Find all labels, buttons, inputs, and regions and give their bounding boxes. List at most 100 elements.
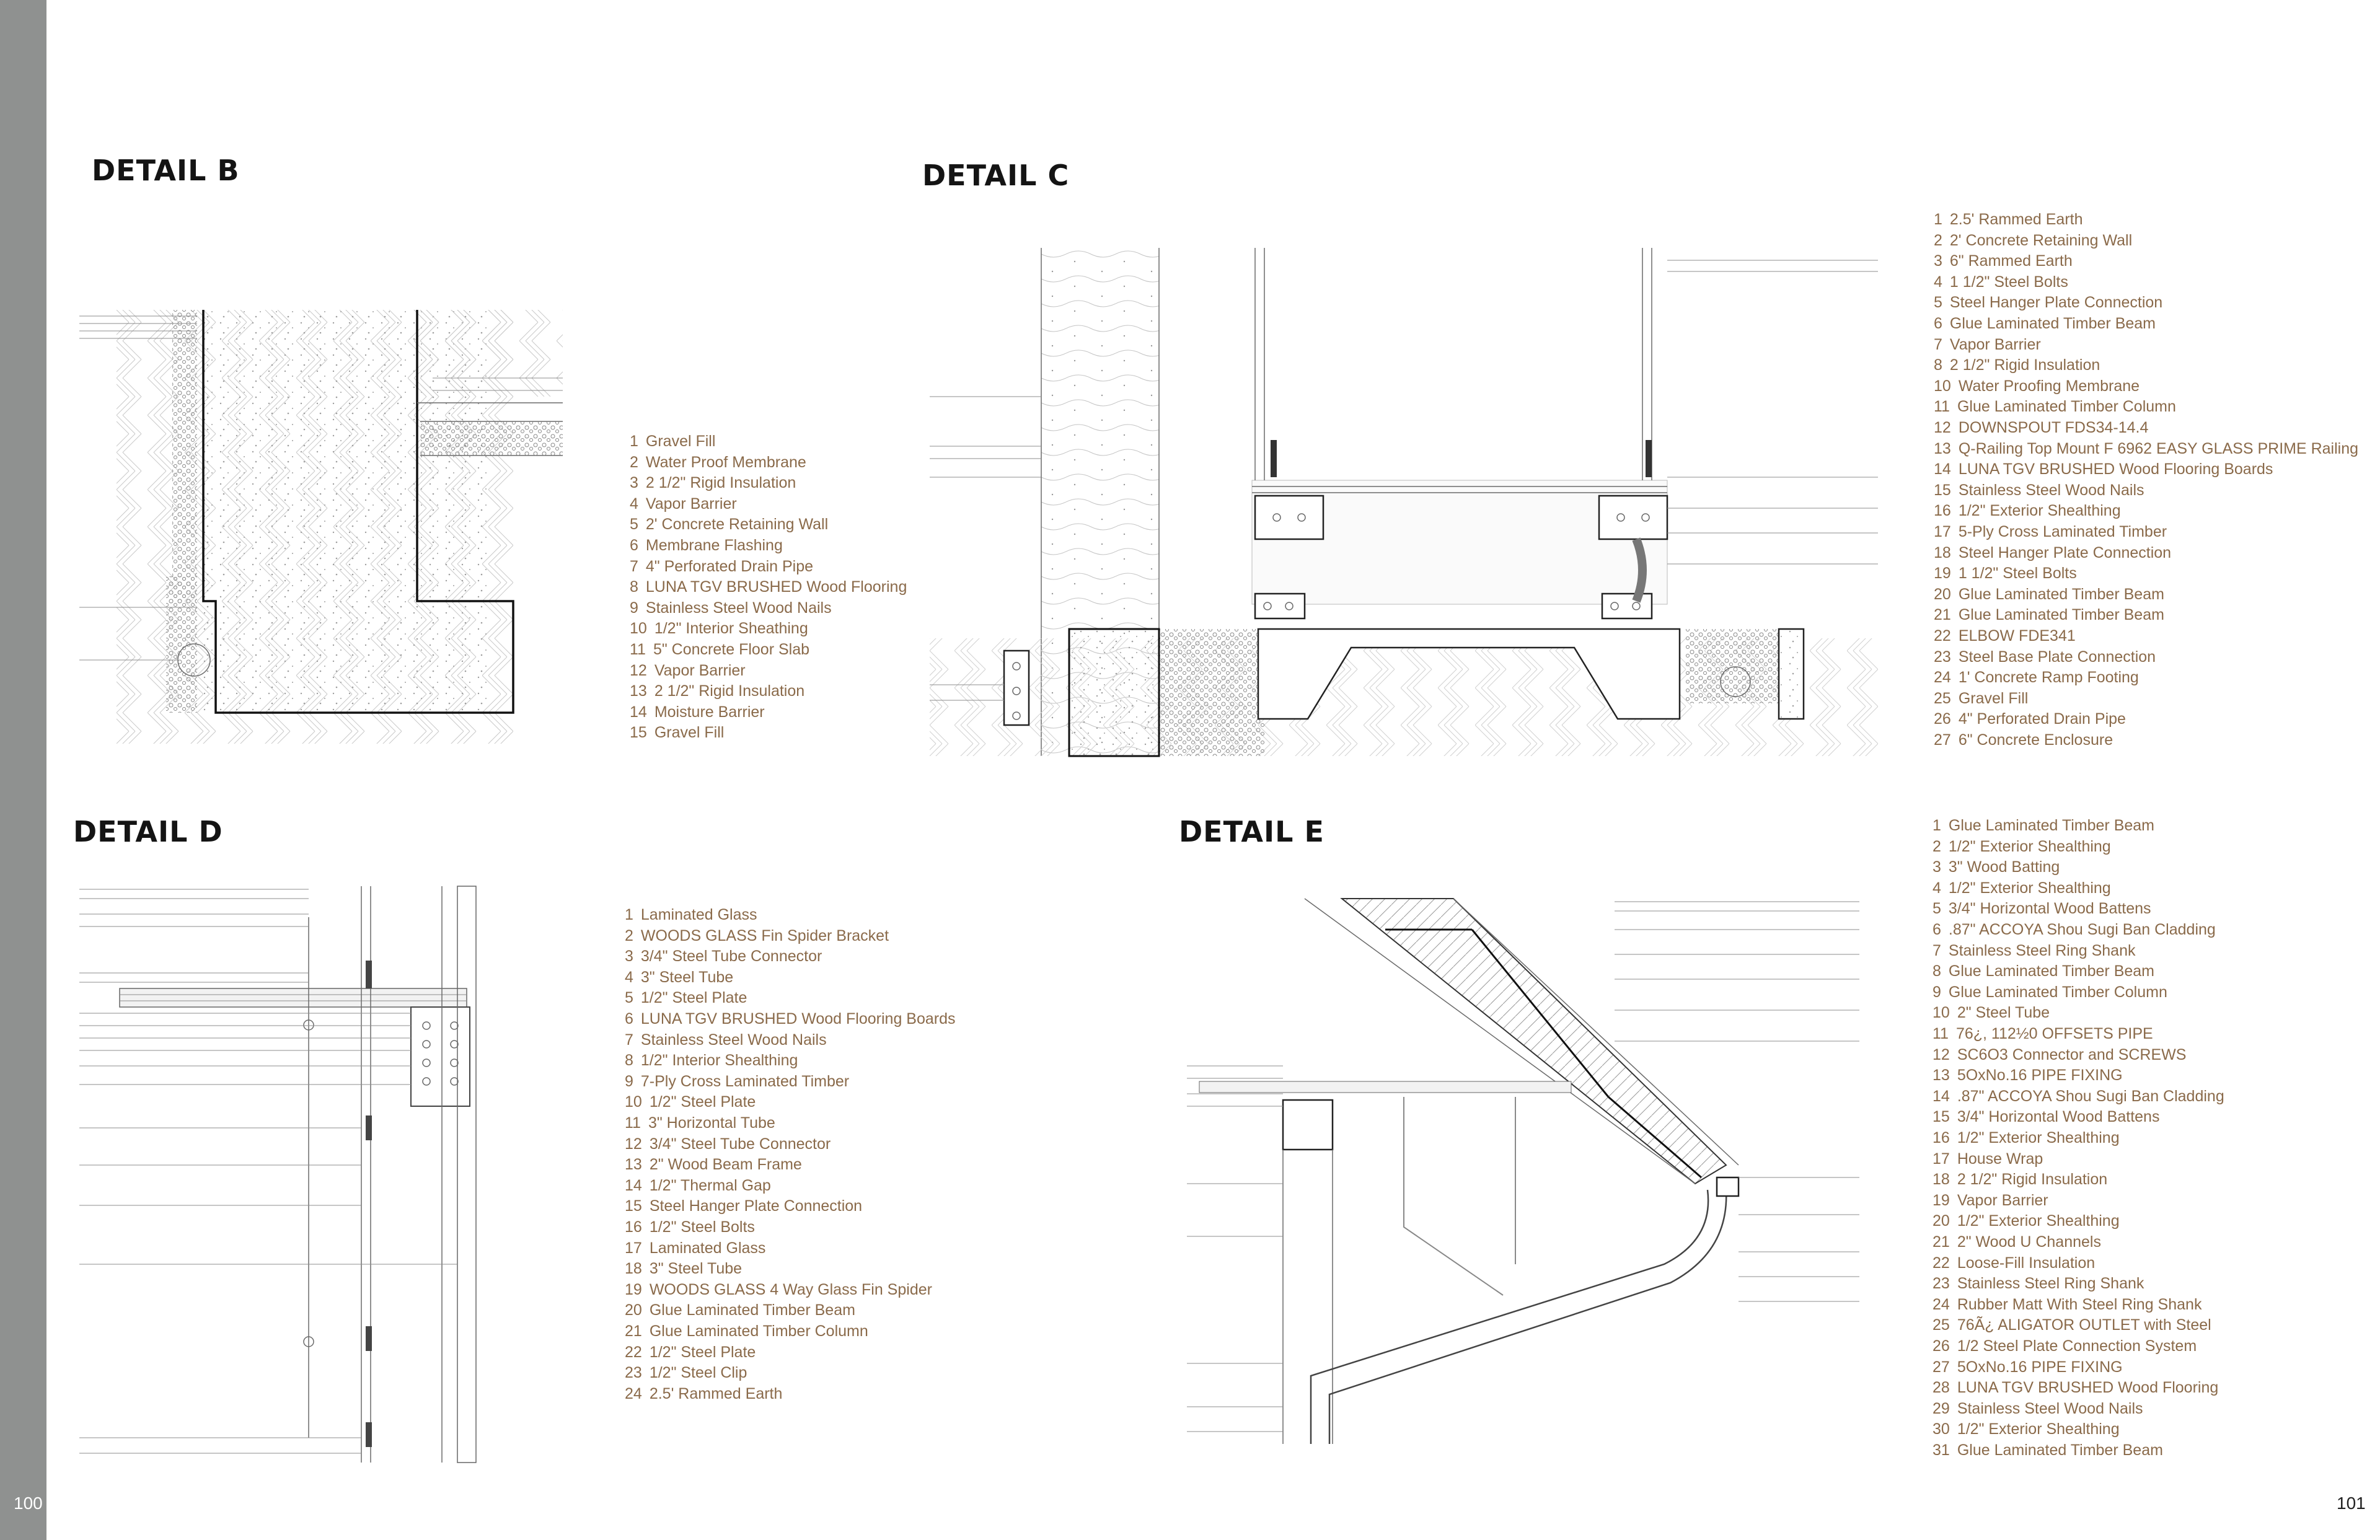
legend-item-number: 8: [1933, 962, 1941, 980]
legend-item-text: 6" Rammed Earth: [1949, 252, 2073, 270]
legend-item-number: 6: [630, 537, 638, 554]
legend-item-text: Steel Hanger Plate Connection: [649, 1197, 863, 1215]
legend-item-text: Glue Laminated Timber Column: [1948, 983, 2167, 1001]
legend-item-number: 26: [1934, 710, 1951, 728]
legend-item-text: Laminated Glass: [649, 1239, 766, 1257]
legend-item-text: 5" Concrete Floor Slab: [653, 641, 810, 658]
legend-item-text: 1/2" Exterior Shealthing: [1957, 1129, 2120, 1146]
legend-item-number: 16: [1933, 1129, 1950, 1146]
legend-item-number: 2: [1934, 231, 1942, 249]
legend-item: 10 1/2" Steel Plate: [625, 1093, 756, 1111]
legend-item-text: Steel Base Plate Connection: [1958, 648, 2156, 666]
legend-item-number: 15: [630, 724, 647, 742]
legend-item-text: 7-Ply Cross Laminated Timber: [640, 1072, 850, 1090]
legend-item-text: 2" Steel Tube: [1957, 1004, 2050, 1022]
legend-item-number: 14: [1934, 460, 1951, 478]
legend-item-text: Water Proofing Membrane: [1958, 377, 2140, 395]
legend-item-text: Moisture Barrier: [654, 703, 765, 721]
legend-item-number: 1: [1933, 817, 1941, 834]
legend-item-text: Vapor Barrier: [1949, 335, 2041, 353]
legend-item-text: LUNA TGV BRUSHED Wood Flooring Boards: [640, 1010, 956, 1027]
legend-item-number: 8: [1934, 356, 1942, 374]
legend-item-text: ELBOW FDE341: [1958, 627, 2076, 645]
legend-item-number: 13: [1934, 439, 1951, 457]
legend-item-number: 1: [625, 906, 633, 923]
legend-item: 22 ELBOW FDE341: [1934, 627, 2076, 645]
detail-b-title: DETAIL B: [92, 154, 240, 187]
legend-item-text: 2 1/2" Rigid Insulation: [645, 474, 796, 492]
legend-item-number: 22: [1933, 1254, 1950, 1272]
detail-e-drawing: [1187, 898, 1859, 1444]
legend-item-number: 29: [1933, 1399, 1950, 1417]
legend-item-text: Membrane Flashing: [645, 537, 783, 554]
legend-item-number: 7: [630, 557, 638, 575]
legend-item-text: Water Proof Membrane: [645, 453, 806, 471]
legend-item-text: Glue Laminated Timber Beam: [649, 1301, 855, 1319]
legend-item-text: Glue Laminated Timber Column: [649, 1322, 868, 1340]
legend-item-number: 19: [625, 1280, 642, 1298]
legend-item-text: 1/2" Interior Sheathing: [654, 620, 808, 638]
legend-item: 2 2' Concrete Retaining Wall: [1934, 232, 2132, 250]
legend-item-text: 2.5' Rammed Earth: [1949, 211, 2083, 228]
legend-item-number: 2: [1933, 837, 1941, 855]
legend-item-text: Gravel Fill: [654, 724, 725, 742]
legend-item-number: 4: [625, 968, 633, 986]
legend-item-text: 2' Concrete Retaining Wall: [1949, 231, 2133, 249]
legend-item-number: 5: [630, 516, 638, 534]
legend-item-number: 3: [1934, 252, 1942, 270]
legend-item-number: 9: [625, 1072, 633, 1090]
legend-item-number: 3: [630, 474, 638, 492]
legend-item-text: 3" Steel Tube: [640, 968, 734, 986]
legend-item-number: 16: [1934, 502, 1951, 520]
legend-item-text: Stainless Steel Ring Shank: [1948, 941, 2136, 959]
page-number-left: 100: [14, 1494, 43, 1513]
legend-item-number: 9: [630, 599, 638, 617]
legend-item-number: 11: [630, 641, 646, 658]
legend-item-text: Glue Laminated Timber Beam: [1949, 315, 2156, 332]
legend-item-number: 9: [1933, 983, 1941, 1001]
legend-item-number: 28: [1933, 1379, 1950, 1397]
legend-item-text: 1/2 Steel Plate Connection System: [1957, 1337, 2197, 1355]
legend-item-number: 22: [1934, 627, 1951, 645]
legend-item-text: Steel Hanger Plate Connection: [1958, 543, 2172, 561]
legend-item-number: 10: [625, 1093, 642, 1111]
legend-item-text: 1/2" Steel Plate: [649, 1093, 756, 1111]
detail-b-drawing: [79, 310, 563, 744]
legend-item-number: 24: [1934, 669, 1951, 687]
legend-item-text: 3" Horizontal Tube: [648, 1114, 775, 1132]
legend-item-number: 27: [1933, 1358, 1950, 1376]
legend-item-text: Gravel Fill: [645, 433, 716, 450]
legend-item-number: 13: [630, 682, 647, 700]
legend-item-number: 18: [1934, 543, 1951, 561]
legend-item-text: 5-Ply Cross Laminated Timber: [1958, 523, 2167, 540]
legend-item-number: 12: [1934, 419, 1951, 436]
legend-item: 15 Gravel Fill: [630, 724, 724, 742]
